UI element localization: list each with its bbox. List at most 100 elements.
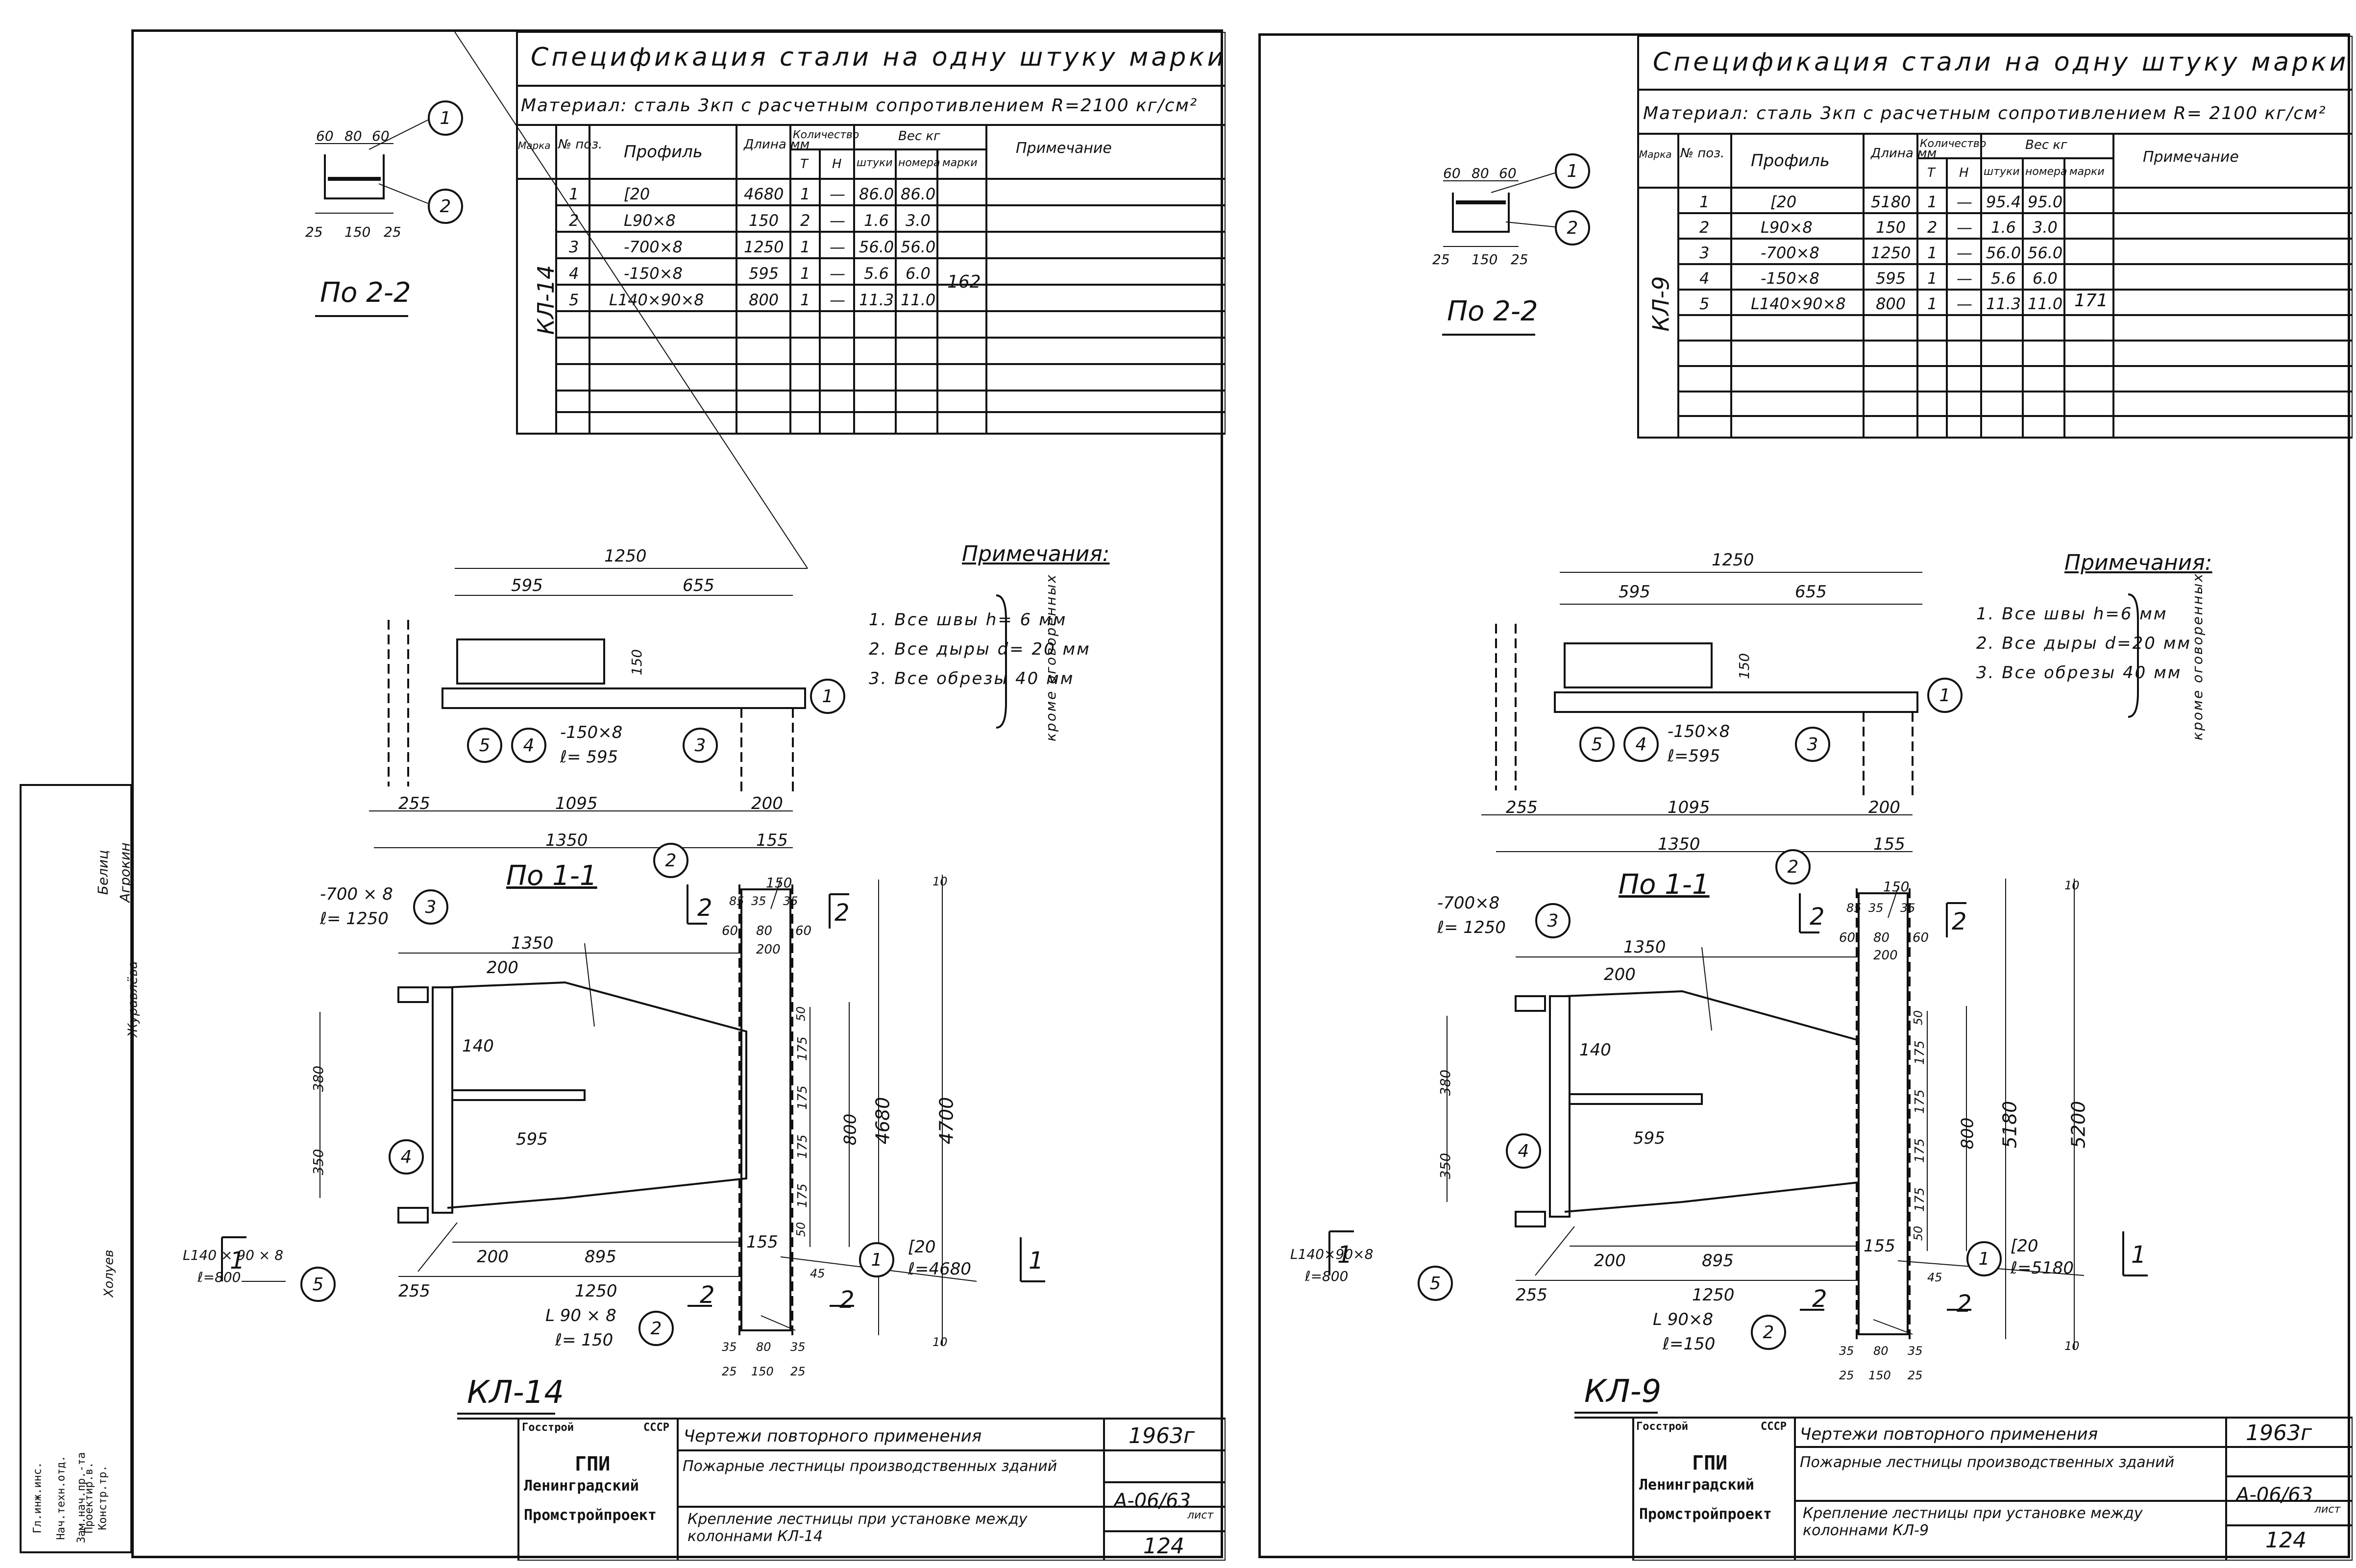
- dim-200: 200: [1868, 798, 1900, 817]
- plate3-length: ℓ= 1250: [1437, 918, 1506, 937]
- note-side: кроме оговоренных: [2189, 572, 2206, 740]
- plate-label: -150×8: [560, 723, 623, 742]
- row-n: —: [1957, 244, 1972, 262]
- dim-60: 60: [795, 924, 812, 938]
- stamp-name: Агрокин: [117, 842, 133, 903]
- stamp-role: Констр.тр.: [97, 1465, 109, 1530]
- dim-655: 655: [1795, 582, 1827, 602]
- row-w1: 5.6: [864, 264, 889, 283]
- row-length: 800: [1876, 294, 1906, 313]
- plate3-label: -700 × 8: [320, 884, 393, 904]
- callout-5: 5: [1418, 1266, 1453, 1301]
- dim-80: 80: [756, 924, 773, 938]
- note-side: кроме оговоренных: [1042, 573, 1059, 741]
- callout-1: 1: [810, 679, 845, 714]
- org-gpi: ГПИ: [575, 1453, 611, 1475]
- cut-mark-2: 2: [1952, 908, 1967, 935]
- row-length: 800: [749, 291, 779, 309]
- approval-stamp: Гл.инж.инс. Нач.техн.отд. Зам.нач.пр.-та…: [20, 784, 141, 1553]
- plan-label: КЛ-9: [1584, 1373, 1662, 1410]
- dim-175: 175: [1912, 1089, 1927, 1114]
- dim-5180: 5180: [1999, 1101, 2021, 1149]
- cut-mark-2: 2: [697, 894, 712, 922]
- dim-50: 50: [1911, 1010, 1925, 1026]
- channel-label: [20: [2011, 1236, 2038, 1256]
- dim-150: 150: [766, 875, 792, 891]
- row-t: 1: [800, 291, 810, 309]
- callout-3: 3: [413, 889, 448, 925]
- angle5-length: ℓ=800: [197, 1269, 241, 1285]
- callout-2: 2: [638, 1311, 674, 1346]
- cut-mark-2: 2: [700, 1281, 715, 1309]
- doc-year: 1963г: [1129, 1423, 1195, 1448]
- row-n: —: [1957, 294, 1972, 313]
- callout-3: 3: [1535, 903, 1571, 938]
- row-w2: 86.0: [901, 185, 936, 203]
- dim-200: 200: [1604, 965, 1636, 984]
- header-length: Длина мм: [1871, 146, 1937, 161]
- header-qty-n: Н: [1959, 166, 1969, 180]
- cut-mark-1: 1: [1029, 1247, 1044, 1274]
- dim-175: 175: [1912, 1138, 1927, 1163]
- dim-50: 50: [794, 1222, 808, 1237]
- dim-595: 595: [511, 576, 543, 595]
- dim-80: 80: [1873, 1344, 1889, 1358]
- dim-1250: 1250: [1692, 1285, 1735, 1305]
- header-mark: Марка: [1639, 148, 1672, 160]
- dim-150: 150: [1883, 879, 1910, 895]
- header-qty: Количество: [793, 129, 859, 141]
- section-2-2-label: По 2-2: [320, 277, 411, 309]
- header-w-mark: марки: [942, 157, 978, 169]
- row-profile: L140×90×8: [609, 291, 704, 309]
- dim-255: 255: [398, 794, 430, 813]
- dim-4700: 4700: [935, 1097, 957, 1145]
- row-w2: 56.0: [901, 238, 936, 256]
- dim-top-3: 60: [372, 128, 390, 144]
- dim-1250: 1250: [604, 546, 647, 566]
- section-2-2-label: По 2-2: [1447, 295, 1538, 327]
- dim-35: 35: [1908, 1344, 1923, 1358]
- drawing-lines-left: [221, 32, 1226, 1561]
- dim-25: 25: [1839, 1369, 1854, 1382]
- row-pos: 1: [569, 185, 579, 203]
- row-w2: 11.0: [2028, 294, 2063, 313]
- row-pos: 3: [1699, 244, 1710, 262]
- dim-35: 35: [783, 894, 798, 908]
- dim-80: 80: [1873, 931, 1890, 945]
- spec-title: Спецификация стали на одну штуку марки: [531, 43, 1227, 72]
- doc-drawing: Крепление лестницы при установке между к…: [1803, 1505, 2143, 1539]
- note-3: 3. Все обрезы 40 мм: [1976, 663, 2182, 683]
- dim-10: 10: [933, 1335, 948, 1349]
- row-profile: [20: [624, 185, 650, 203]
- spec-total: 171: [2074, 291, 2108, 311]
- doc-title: Чертежи повторного применения: [1800, 1424, 2098, 1444]
- dim-35: 35: [751, 894, 766, 908]
- dim-200: 200: [751, 794, 783, 813]
- dim-10: 10: [2064, 879, 2080, 892]
- stamp-role: Проектир.в.: [83, 1462, 96, 1534]
- doc-code: А-06/63: [2236, 1484, 2313, 1506]
- dim-150: 150: [1736, 653, 1753, 680]
- dim-top-2: 80: [1472, 165, 1489, 181]
- dim-895: 895: [1702, 1251, 1734, 1271]
- doc-subject: Пожарные лестницы производственных здани…: [1800, 1454, 2175, 1471]
- row-w2: 6.0: [2033, 269, 2058, 288]
- doc-sheet-number: 124: [2265, 1528, 2307, 1553]
- dim-80: 80: [756, 1340, 771, 1354]
- callout-2: 2: [428, 189, 463, 224]
- dim-45: 45: [810, 1267, 825, 1280]
- row-n: —: [830, 264, 845, 283]
- dim-1350: 1350: [511, 933, 554, 953]
- section-1-1-label: По 1-1: [506, 860, 597, 892]
- row-pos: 1: [1699, 193, 1710, 211]
- dim-bottom-1: 25: [1432, 251, 1450, 268]
- dim-175: 175: [795, 1134, 810, 1159]
- org-leningrad: Ленинградский: [524, 1477, 639, 1494]
- row-w1: 95.4: [1986, 193, 2021, 211]
- stamp-role: Гл.инж.инс.: [31, 1462, 44, 1534]
- row-w1: 5.6: [1991, 269, 2016, 288]
- dim-1350: 1350: [1623, 937, 1666, 957]
- dim-155: 155: [1864, 1236, 1895, 1256]
- row-w1: 56.0: [859, 238, 894, 256]
- drawing-lines-right: [1328, 36, 2353, 1561]
